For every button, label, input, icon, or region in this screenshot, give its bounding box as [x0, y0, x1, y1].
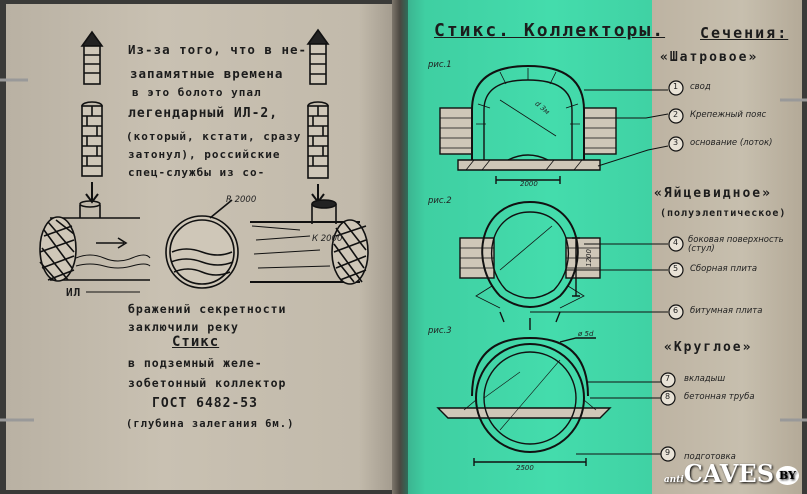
watermark-sub: anti — [663, 475, 684, 485]
text-line: бражений секретности — [128, 302, 287, 316]
item-label: бетонная труба — [684, 392, 755, 402]
text-line: затонул), российские — [128, 148, 281, 161]
item-label: основание (лоток) — [690, 138, 773, 148]
watermark-main: CAVES — [683, 459, 775, 488]
item-number: 4 — [673, 238, 679, 247]
fig-label: рис.3 — [428, 326, 452, 336]
pipe-cross-section — [165, 199, 239, 289]
item-number: 1 — [673, 82, 679, 91]
text-line: (который, кстати, сразу — [126, 130, 302, 143]
fig-label: рис.1 — [428, 60, 452, 70]
item-label: Сборная плита — [690, 264, 758, 274]
dim-label: 2500 — [516, 464, 534, 472]
text-line: зобетонный коллектор — [128, 376, 287, 390]
text-line: запамятные времена — [130, 66, 284, 81]
number-circles — [660, 80, 684, 462]
pipe-brick-right — [307, 101, 329, 179]
egg-section — [459, 200, 601, 330]
text-line: заключили реку — [128, 320, 239, 334]
item-number: 2 — [673, 110, 679, 119]
item-number: 7 — [665, 374, 671, 383]
item-number: 9 — [665, 448, 671, 457]
fig-label: рис.2 — [428, 196, 452, 206]
text-gost: ГОСТ 6482-53 — [152, 396, 258, 411]
text-styx: Стикс — [172, 334, 220, 350]
section-type: «Шатровое» — [660, 50, 759, 65]
round-section — [436, 336, 612, 466]
dim-label: 1200 — [584, 249, 593, 267]
text-line: в это болото упал — [132, 86, 262, 99]
item-label: боковая поверхность (стул) — [688, 235, 784, 254]
pipe-left — [39, 200, 151, 293]
pipe-brick-left — [81, 101, 103, 177]
item-label: вкладыш — [684, 374, 726, 384]
binder-rings — [0, 78, 807, 422]
leader-lines — [530, 89, 669, 455]
item-number: 5 — [673, 264, 679, 273]
book-spine — [392, 0, 408, 494]
label-r2000: R 2000 — [226, 195, 257, 205]
arch-section — [439, 64, 617, 184]
pipe-right — [250, 199, 369, 285]
text-line: (глубина залегания 6м.) — [126, 418, 295, 430]
item-number: 8 — [665, 392, 671, 401]
text-line: Из-за того, что в не- — [128, 42, 308, 57]
page-title: Стикс. Коллекторы. — [434, 20, 666, 41]
label-il: ИЛ — [66, 286, 82, 299]
section-type: «Яйцевидное» — [654, 186, 772, 201]
chimney-right-top — [306, 28, 330, 85]
item-label: свод — [690, 82, 711, 92]
text-line: легендарный ИЛ-2, — [128, 106, 279, 121]
text-line: спец-службы из со- — [128, 166, 266, 179]
text-line: в подземный желе- — [128, 356, 263, 370]
chimney-left-top — [80, 30, 104, 85]
item-label: Крепежный пояс — [690, 110, 767, 120]
dim-label: ø 5d — [578, 330, 594, 338]
item-label: подготовка — [684, 452, 736, 462]
item-number: 3 — [673, 138, 679, 147]
label-k2000: К 2000 — [312, 234, 343, 244]
section-type: «Круглое» — [664, 340, 753, 355]
section-type-note: (полуэлептическое) — [660, 208, 787, 219]
item-number: 6 — [673, 306, 679, 315]
watermark-badge: BY — [776, 466, 799, 485]
item-label: битумная плита — [690, 306, 763, 316]
sections-heading: Сечения: — [700, 24, 789, 42]
dim-label: 2000 — [520, 180, 538, 188]
